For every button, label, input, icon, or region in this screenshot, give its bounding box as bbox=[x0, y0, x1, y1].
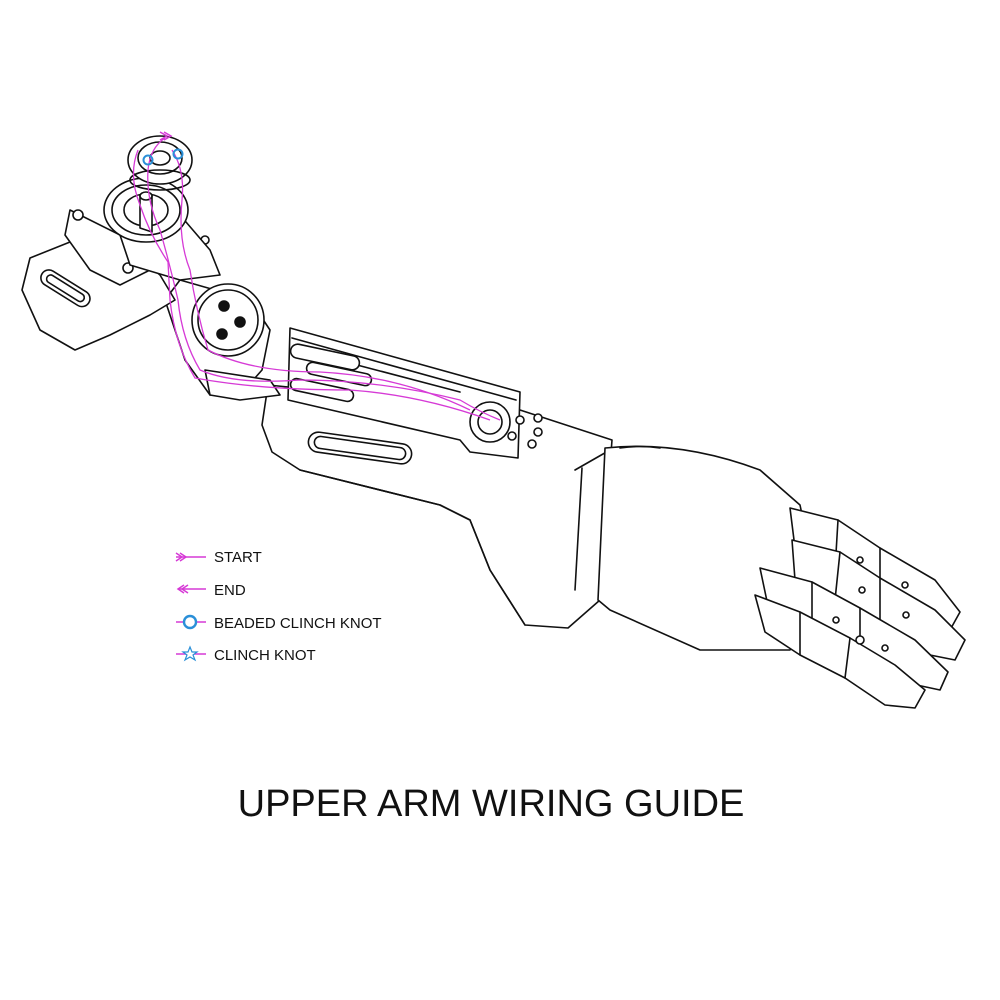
start-arrow-icon bbox=[159, 131, 173, 141]
thumb bbox=[754, 594, 926, 709]
fingers bbox=[754, 507, 966, 709]
legend: START END BEADED CLINCH KNOT CLINCH KNOT bbox=[175, 549, 382, 664]
legend-item-start: START bbox=[175, 549, 262, 566]
cable-path-c bbox=[132, 149, 491, 421]
legend-clinch-label: CLINCH KNOT bbox=[214, 647, 316, 664]
spool-markers bbox=[142, 131, 184, 166]
page-title: UPPER ARM WIRING GUIDE bbox=[238, 783, 745, 825]
cable-routing bbox=[132, 137, 501, 421]
start-arrow-icon bbox=[175, 552, 206, 562]
cable-path-b bbox=[171, 149, 471, 411]
finger-3 bbox=[759, 567, 949, 691]
legend-item-beaded: BEADED CLINCH KNOT bbox=[176, 614, 382, 632]
bead-circle-icon bbox=[172, 148, 184, 160]
legend-end-label: END bbox=[214, 582, 246, 599]
legend-item-clinch: CLINCH KNOT bbox=[176, 645, 316, 664]
bead-circle-icon bbox=[142, 154, 154, 166]
star-knot-icon bbox=[181, 645, 199, 662]
elbow-joint bbox=[164, 279, 281, 401]
end-arrow-icon bbox=[176, 584, 206, 594]
spool-assembly bbox=[103, 135, 221, 281]
legend-item-end: END bbox=[176, 582, 246, 599]
forearm-gauntlet bbox=[261, 384, 613, 629]
forearm-frame bbox=[287, 327, 543, 459]
legend-start-label: START bbox=[214, 549, 262, 566]
prosthetic-arm-drawing bbox=[21, 135, 966, 709]
legend-beaded-label: BEADED CLINCH KNOT bbox=[214, 615, 382, 632]
bead-circle-icon bbox=[182, 614, 198, 630]
